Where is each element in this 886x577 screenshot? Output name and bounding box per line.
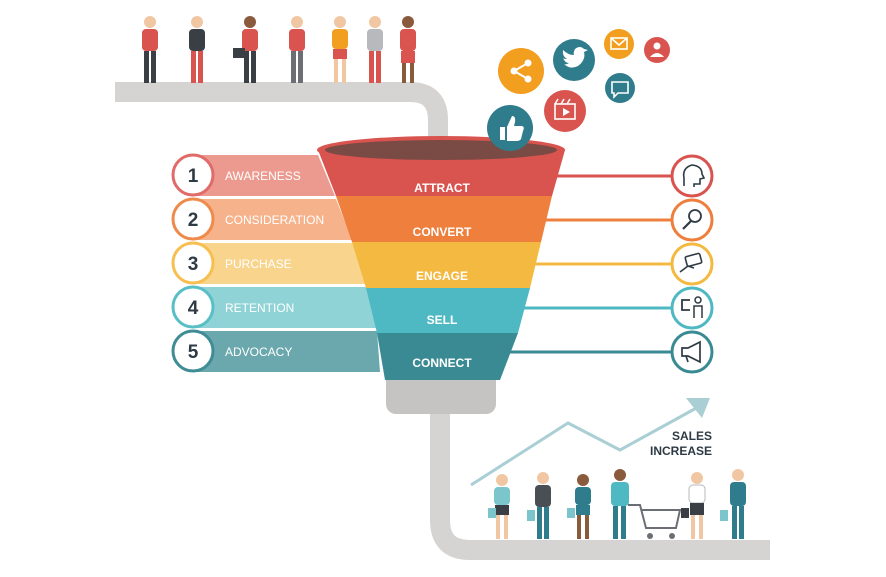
funnel-label: SELL <box>427 313 458 327</box>
stage-label: PURCHASE <box>225 257 292 271</box>
social-icon-cluster <box>487 29 670 151</box>
stage-label: ADVOCACY <box>225 345 292 359</box>
funnel-segment-connect <box>377 333 518 380</box>
stage-number-circle <box>171 285 215 329</box>
person-figure <box>681 472 706 539</box>
funnel-segment-engage <box>352 242 541 288</box>
stage-number-circle <box>171 197 215 241</box>
thumbs-up-icon <box>487 105 533 151</box>
stage-item-consideration: 2 CONSIDERATION <box>171 197 352 241</box>
funnel: ATTRACT CONVERT ENGAGE SELL CONNECT <box>317 136 565 414</box>
megaphone-icon <box>670 330 714 374</box>
stage-number: 3 <box>188 254 199 275</box>
prospects-crowd <box>142 16 416 83</box>
stage-label: CONSIDERATION <box>225 213 324 227</box>
stage-number-circle <box>171 153 215 197</box>
video-icon <box>544 90 586 132</box>
funnel-segment-convert <box>336 196 552 242</box>
stage-band <box>195 155 335 196</box>
funnel-neck <box>386 370 496 414</box>
person-figure <box>367 16 383 83</box>
top-pipe <box>115 82 448 150</box>
customer-retention-icon <box>670 286 714 330</box>
customers-crowd <box>488 469 746 539</box>
stage-number: 2 <box>188 210 199 231</box>
stage-number: 5 <box>188 342 199 363</box>
stage-label: AWARENESS <box>225 169 301 183</box>
shopping-cart-icon <box>628 504 682 539</box>
share-icon <box>498 48 544 94</box>
stage-item-awareness: 1 AWARENESS <box>171 153 335 197</box>
funnel-label: CONVERT <box>413 225 472 239</box>
stage-band <box>195 331 380 372</box>
funnel-label: ATTRACT <box>414 181 470 195</box>
stage-number: 1 <box>188 166 199 187</box>
stage-label: RETENTION <box>225 301 294 315</box>
stage-item-purchase: 3 PURCHASE <box>171 241 369 285</box>
user-icon <box>644 37 670 63</box>
stage-band <box>195 199 352 240</box>
magnifier-icon <box>670 198 714 242</box>
sales-increase-graph: SALES INCREASE <box>470 398 712 487</box>
bottom-pipe <box>430 400 770 560</box>
card-payment-icon <box>670 242 714 286</box>
stage-number-circle <box>171 241 215 285</box>
idea-head-icon <box>670 154 714 198</box>
person-figure <box>189 16 205 83</box>
person-figure <box>527 472 551 539</box>
funnel-label: ENGAGE <box>416 269 468 283</box>
stage-item-retention: 4 RETENTION <box>171 285 376 329</box>
stage-band <box>195 243 369 284</box>
mail-icon <box>604 29 634 59</box>
chat-icon <box>605 73 635 103</box>
funnel-segment-sell <box>366 288 530 333</box>
person-figure <box>567 474 591 539</box>
twitter-bird-icon <box>553 39 595 81</box>
person-figure <box>611 469 629 539</box>
person-figure <box>332 16 348 83</box>
stage-list: 1 AWARENESS 2 CONSIDERATION 3 PURCHASE 4… <box>171 153 380 373</box>
person-figure <box>142 16 158 83</box>
stage-number: 4 <box>188 298 199 319</box>
person-figure <box>400 16 416 83</box>
arrow-head <box>686 398 710 418</box>
stage-item-advocacy: 5 ADVOCACY <box>171 329 380 373</box>
person-figure <box>488 474 510 539</box>
stage-number-circle <box>171 329 215 373</box>
person-figure <box>720 469 746 539</box>
sales-text: SALES <box>672 429 712 443</box>
stage-band <box>195 287 376 328</box>
connector-lines <box>505 174 672 354</box>
person-figure <box>289 16 305 83</box>
person-figure <box>233 16 258 83</box>
funnel-label: CONNECT <box>412 356 472 370</box>
growth-line <box>470 404 701 487</box>
right-icon-column <box>670 154 714 374</box>
increase-text: INCREASE <box>650 444 712 458</box>
